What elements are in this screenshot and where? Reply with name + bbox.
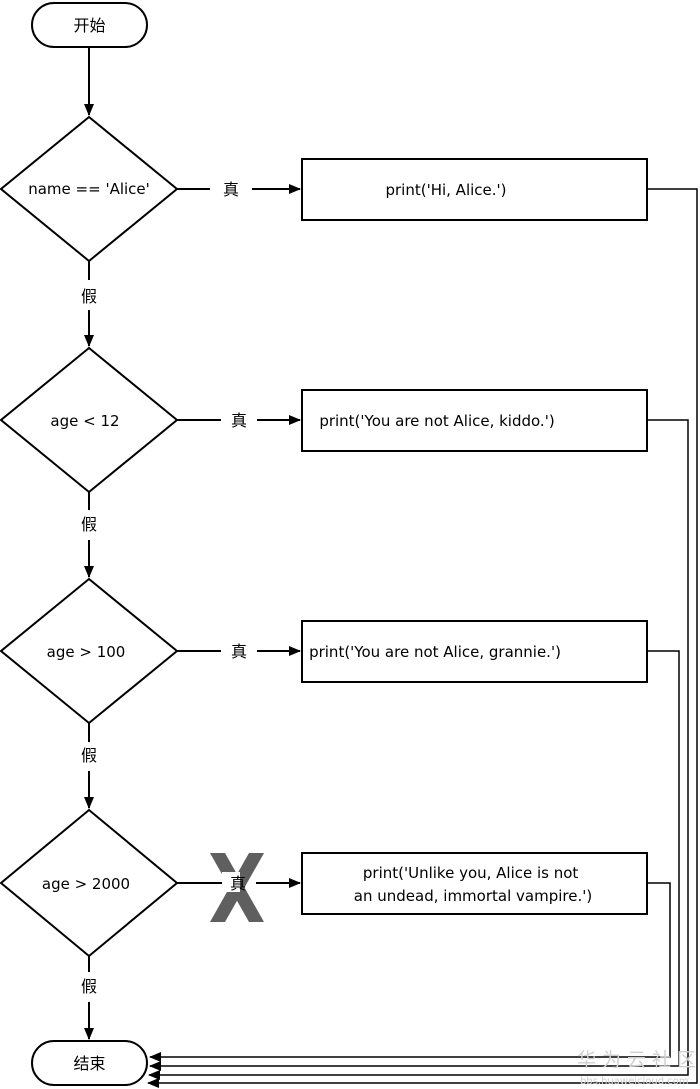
return-line-action-3	[149, 650, 680, 1071]
decision-3-true-label: 真	[231, 642, 247, 661]
decision-3-false-label: 假	[81, 746, 97, 765]
action-2-line-1: print('You are not Alice, kiddo.')	[319, 412, 554, 430]
decision-4-true-label: 真	[230, 874, 246, 893]
action-2-text: print('You are not Alice, kiddo.')	[319, 412, 554, 430]
decision-4-false-label: 假	[81, 977, 97, 996]
action-1-text: print('Hi, Alice.')	[385, 181, 506, 199]
decision-2-condition: age < 12	[50, 412, 119, 430]
decision-3-condition: age > 100	[47, 643, 126, 661]
return-line-action-4	[149, 882, 671, 1062]
impossible-branch-x-mark	[210, 853, 264, 922]
action-4-line-1: print('Unlike you, Alice is not	[363, 864, 579, 882]
action-4-line-2: an undead, immortal vampire.')	[354, 887, 592, 905]
decision-2-true-label: 真	[231, 411, 247, 430]
action-4-box	[301, 852, 648, 915]
end-label: 结束	[73, 1054, 105, 1073]
end-terminal	[31, 1040, 148, 1086]
decision-1-condition: name == 'Alice'	[28, 180, 150, 198]
action-3-line-1: print('You are not Alice, grannie.')	[309, 643, 561, 661]
watermark-brand: 华为云社区	[577, 1049, 700, 1071]
action-3-text: print('You are not Alice, grannie.')	[309, 643, 561, 661]
return-line-action-1	[147, 188, 698, 1088]
return-line-action-2	[148, 419, 689, 1080]
decision-4-condition: age > 2000	[42, 875, 130, 893]
action-1-box	[301, 158, 648, 221]
decision-1-true-label: 真	[223, 180, 239, 199]
decision-1-false-label: 假	[81, 287, 97, 306]
action-1-line-1: print('Hi, Alice.')	[385, 181, 506, 199]
action-3-box	[301, 620, 648, 683]
watermark-url: bbs.huaweicloud.com	[580, 1076, 689, 1087]
action-4-text: print('Unlike you, Alice is not an undea…	[354, 864, 592, 905]
start-label: 开始	[73, 16, 105, 35]
decision-2-false-label: 假	[81, 515, 97, 534]
